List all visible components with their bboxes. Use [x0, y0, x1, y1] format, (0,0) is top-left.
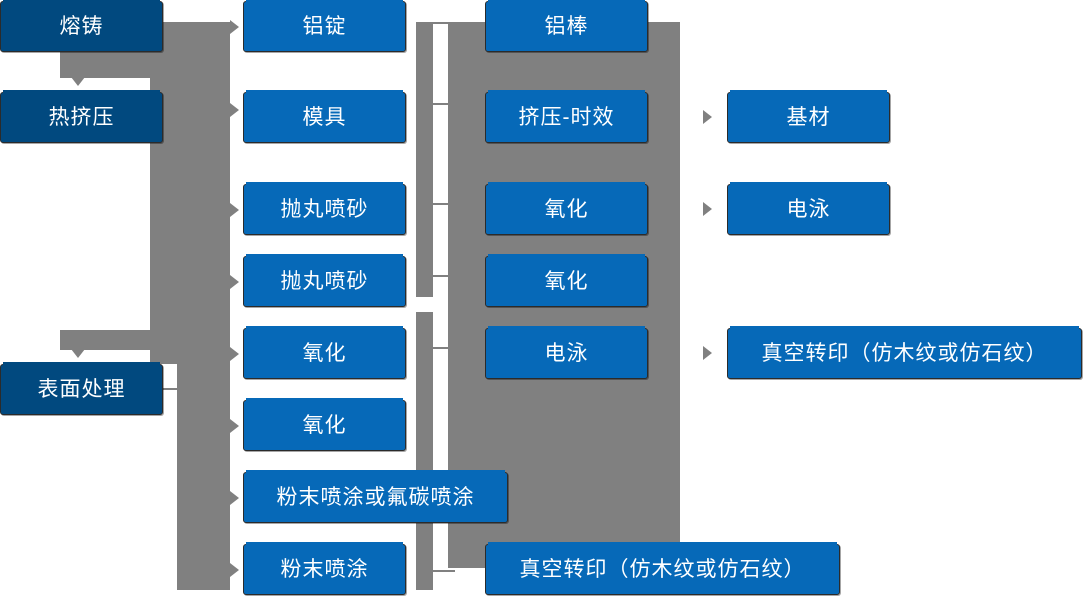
node-process-column-3[interactable]: 抛丸喷砂 [243, 254, 406, 307]
down-arrow-icon-melt-to-extrude [71, 77, 85, 86]
right-arrow-icon-to-luding [230, 20, 239, 34]
tick-connector-vertical [454, 22, 456, 348]
trunk-lower-grey-block [177, 364, 230, 590]
node-output-column-0[interactable]: 基材 [727, 90, 890, 143]
node-treatment-column-3[interactable]: 氧化 [485, 254, 648, 307]
node-treatment-column-1[interactable]: 挤压-时效 [485, 90, 648, 143]
right-arrow-icon-to-jicai [703, 110, 712, 124]
down-arrow-icon-to-surface-treatment [71, 349, 85, 358]
node-process-column-1[interactable]: 模具 [243, 90, 406, 143]
middle-thin-grey-bar-upper [416, 22, 433, 297]
right-arrow-icon-to-fenmo [230, 563, 239, 577]
node-output-column-2[interactable]: 真空转印（仿木纹或仿石纹） [727, 326, 1082, 379]
right-arrow-icon-to-yanghua1 [230, 347, 239, 361]
node-process-column-2[interactable]: 抛丸喷砂 [243, 182, 406, 235]
trunk-upper-grey-block [150, 22, 230, 364]
node-process-column-0[interactable]: 铝锭 [243, 0, 406, 52]
tick-connector-3 [433, 203, 455, 205]
tick-connector-4 [433, 275, 455, 277]
tick-connector-5 [433, 347, 455, 349]
right-arrow-icon-to-yanghua2 [230, 419, 239, 433]
node-treatment-column-5[interactable]: 真空转印（仿木纹或仿石纹） [485, 542, 840, 595]
connector-surface-treatment-to-trunk [163, 388, 181, 390]
node-stage-column-0[interactable]: 熔铸 [0, 0, 163, 52]
node-treatment-column-0[interactable]: 铝棒 [485, 0, 648, 52]
tick-connector-1 [433, 22, 455, 24]
node-output-column-1[interactable]: 电泳 [727, 182, 890, 235]
node-treatment-column-4[interactable]: 电泳 [485, 326, 648, 379]
right-arrow-icon-to-muju [230, 103, 239, 117]
right-arrow-icon-to-paowan1 [230, 203, 239, 217]
node-process-column-4[interactable]: 氧化 [243, 326, 406, 379]
right-arrow-icon-to-dianyong [703, 202, 712, 216]
tick-connector-2 [433, 103, 455, 105]
node-treatment-column-2[interactable]: 氧化 [485, 182, 648, 235]
right-arrow-icon-to-paowan2 [230, 275, 239, 289]
node-stage-column-1[interactable]: 热挤压 [0, 90, 163, 143]
node-process-column-7[interactable]: 粉末喷涂 [243, 542, 406, 595]
middle-thin-grey-bar-lower [416, 312, 433, 590]
node-process-column-5[interactable]: 氧化 [243, 398, 406, 451]
right-arrow-icon-to-fenmo-fluorocarbon [230, 491, 239, 505]
right-arrow-icon-to-zhenkong [703, 346, 712, 360]
connector-trunk-to-surface-treatment [60, 330, 155, 350]
node-process-column-6[interactable]: 粉末喷涂或氟碳喷涂 [243, 470, 508, 523]
node-stage-column-2[interactable]: 表面处理 [0, 362, 163, 415]
tick-connector-6 [433, 570, 455, 572]
